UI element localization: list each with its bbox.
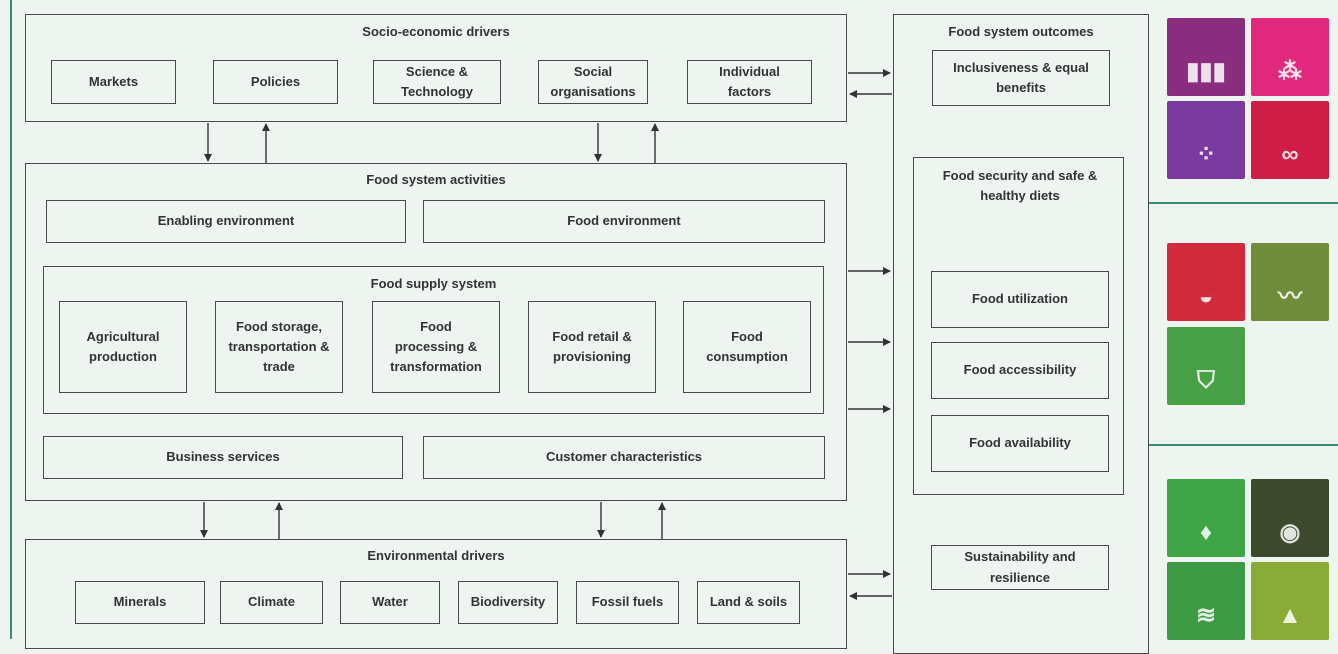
bar-chart-icon: ▮▮▮ <box>1186 58 1226 85</box>
sustainability-resilience-box: Sustainability and resilience <box>931 545 1109 590</box>
sdg-tile-gender-equality: ⁂ <box>1251 18 1329 96</box>
people-icon: ⁘ <box>1195 141 1217 168</box>
sdg-tile-land: ▲ <box>1251 562 1329 640</box>
sdg-tile-zero-hunger: ◒ <box>1167 243 1245 321</box>
socio-economic-drivers-title: Socio-economic drivers <box>362 24 510 39</box>
markets-box: Markets <box>51 60 176 104</box>
sdg-tile-climate-action: ♦ <box>1167 479 1245 557</box>
environmental-drivers-title: Environmental drivers <box>367 548 505 563</box>
customer-characteristics-box: Customer characteristics <box>423 436 825 479</box>
heartbeat-icon: 〰 <box>1278 283 1302 310</box>
sdg-tile-partnerships: ⁘ <box>1167 101 1245 179</box>
climate-box: Climate <box>220 581 323 624</box>
sdg-tile-life-below-water: ≋ <box>1167 562 1245 640</box>
food-utilization-box: Food utilization <box>931 271 1109 328</box>
sdg-tile-responsible-consumption: ∞ <box>1251 101 1329 179</box>
connector-arrows <box>200 69 892 600</box>
tree-icon: ▲ <box>1278 602 1302 629</box>
fossil-fuels-box: Fossil fuels <box>576 581 679 624</box>
infinity-icon: ∞ <box>1281 141 1299 168</box>
sdg-tile-eye: ◉ <box>1251 479 1329 557</box>
food-accessibility-box: Food accessibility <box>931 342 1109 399</box>
food-system-activities-title: Food system activities <box>366 172 506 187</box>
individual-factors-box: Individual factors <box>687 60 812 104</box>
network-icon: ⁂ <box>1278 58 1302 85</box>
food-storage-transportation-trade-box: Food storage, transportation & trade <box>215 301 343 393</box>
food-security-title: Food security and safe & healthy diets <box>942 168 1098 204</box>
food-availability-box: Food availability <box>931 415 1109 472</box>
left-edge-line <box>10 0 12 639</box>
food-processing-transformation-box: Food processing & transformation <box>372 301 500 393</box>
agricultural-production-box: Agricultural production <box>59 301 187 393</box>
food-retail-provisioning-box: Food retail & provisioning <box>528 301 656 393</box>
drop-icon: ♦ <box>1199 519 1213 546</box>
minerals-box: Minerals <box>75 581 205 624</box>
sdg-divider-bottom <box>1149 444 1338 446</box>
land-soils-box: Land & soils <box>697 581 800 624</box>
bowl-icon: ◒ <box>1198 283 1214 310</box>
biodiversity-box: Biodiversity <box>458 581 558 624</box>
fish-icon: ≋ <box>1195 602 1217 629</box>
food-system-outcomes-title: Food system outcomes <box>948 24 1094 39</box>
business-services-box: Business services <box>43 436 403 479</box>
food-consumption-box: Food consumption <box>683 301 811 393</box>
food-supply-system-title: Food supply system <box>370 276 497 291</box>
sdg-divider-top <box>1149 202 1338 204</box>
policies-box: Policies <box>213 60 338 104</box>
inclusiveness-equal-benefits-box: Inclusiveness & equal benefits <box>932 50 1110 106</box>
sdg-tile-life-on-land: ⛉ <box>1167 327 1245 405</box>
sdg-tile-reduced-inequalities: ▮▮▮ <box>1167 18 1245 96</box>
science-technology-box: Science & Technology <box>373 60 501 104</box>
sdg-tile-good-health: 〰 <box>1251 243 1329 321</box>
food-environment-box: Food environment <box>423 200 825 243</box>
enabling-environment-box: Enabling environment <box>46 200 406 243</box>
water-box: Water <box>340 581 440 624</box>
social-organisations-box: Social organisations <box>538 60 648 104</box>
eye-icon: ◉ <box>1279 519 1301 546</box>
shield-icon: ⛉ <box>1197 367 1215 394</box>
